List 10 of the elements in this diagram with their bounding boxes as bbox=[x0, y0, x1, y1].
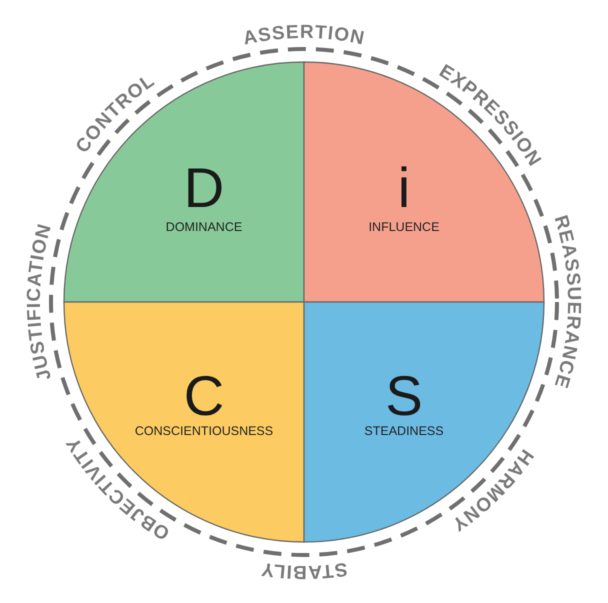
quadrant-letter: C bbox=[184, 368, 224, 424]
quadrant-name: STEADINESS bbox=[364, 424, 444, 438]
quadrant-letter: D bbox=[184, 160, 224, 216]
quadrant-name: DOMINANCE bbox=[166, 220, 242, 234]
quadrant-letter: S bbox=[385, 368, 423, 424]
quadrant-letter: i bbox=[398, 160, 410, 216]
ring-label: STABILY bbox=[259, 558, 349, 582]
quadrant-name: INFLUENCE bbox=[368, 220, 440, 234]
quadrant-name: CONSCIENTIOUSNESS bbox=[134, 424, 274, 438]
ring-label: ASSERTION bbox=[241, 22, 367, 50]
